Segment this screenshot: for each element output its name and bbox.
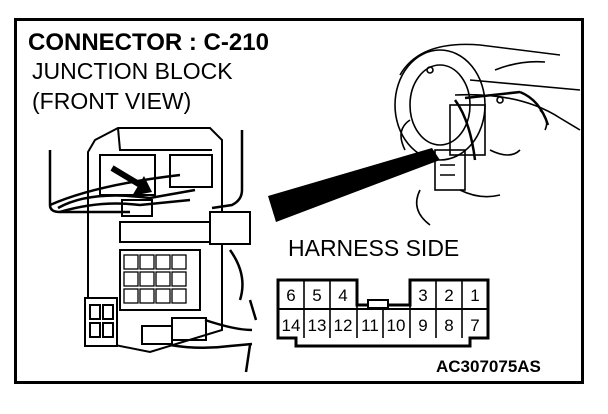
pin-13: 13 xyxy=(308,316,327,335)
pin-9: 9 xyxy=(418,316,427,335)
reference-code: AC307075AS xyxy=(436,357,541,376)
harness-side-label: HARNESS SIDE xyxy=(288,235,460,261)
callout-wedge xyxy=(268,148,440,222)
connector-face: 6 5 4 3 2 1 14 13 12 11 10 9 8 7 xyxy=(276,278,490,348)
pin-10: 10 xyxy=(387,316,406,335)
pin-5: 5 xyxy=(312,286,321,305)
pin-7: 7 xyxy=(470,316,479,335)
pin-4: 4 xyxy=(338,286,347,305)
dashboard-illustration xyxy=(394,43,581,226)
connector-title: CONNECTOR : C-210 xyxy=(28,29,269,56)
pin-14: 14 xyxy=(282,316,301,335)
pin-3: 3 xyxy=(418,286,427,305)
pin-11: 11 xyxy=(361,316,379,335)
pin-6: 6 xyxy=(286,286,295,305)
pin-8: 8 xyxy=(444,316,453,335)
component-name: JUNCTION BLOCK xyxy=(32,58,233,84)
pin-1: 1 xyxy=(470,286,479,305)
harness-wires-dashboard xyxy=(453,90,550,161)
pin-2: 2 xyxy=(444,286,453,305)
view-label: (FRONT VIEW) xyxy=(32,88,192,114)
wiring-harness xyxy=(48,130,258,373)
arrow-icon xyxy=(110,165,152,196)
pin-12: 12 xyxy=(334,316,353,335)
junction-block-illustration xyxy=(84,127,251,354)
diagram-frame xyxy=(14,18,584,384)
